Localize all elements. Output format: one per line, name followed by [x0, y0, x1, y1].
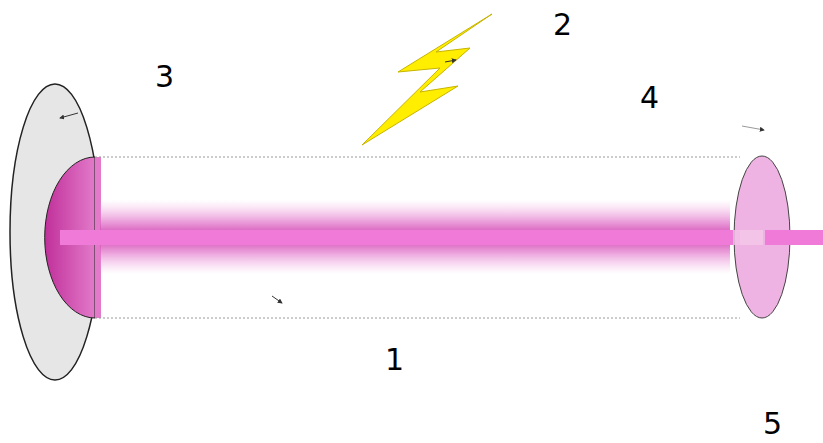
leader-line [742, 126, 764, 130]
gain-medium-outline [95, 157, 740, 158]
leader-line [272, 296, 282, 303]
output-beam [765, 230, 823, 245]
callout-number: 3 [155, 62, 174, 92]
callout-number: 5 [763, 409, 782, 439]
leader-line [445, 60, 456, 62]
callout-number: 4 [640, 83, 659, 113]
callout-number: 2 [553, 10, 572, 40]
callout-number: 1 [385, 345, 404, 375]
leader-line [60, 113, 78, 118]
pump-energy [362, 14, 492, 145]
